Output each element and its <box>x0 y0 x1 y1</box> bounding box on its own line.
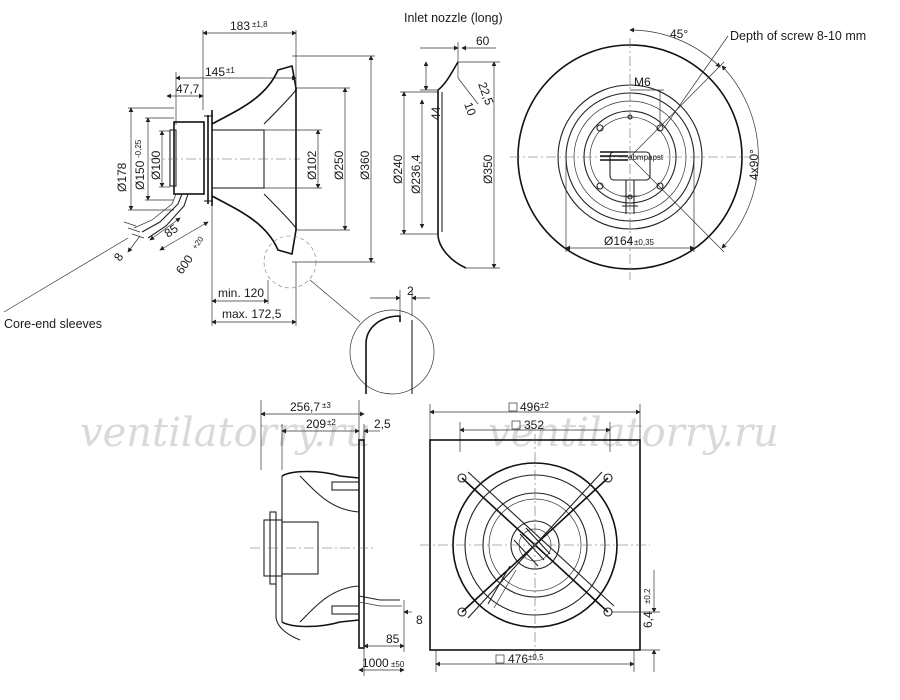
dim-256-7: 256,7 <box>290 400 320 414</box>
dim-85-cable: 85 <box>162 221 181 240</box>
dim-d150: Ø150 <box>133 160 147 190</box>
dim-496-tol: ±2 <box>540 401 549 410</box>
dim-256-7-tol: ±3 <box>322 401 331 410</box>
dim-85-frame: 85 <box>386 632 400 646</box>
dim-d102: Ø102 <box>305 150 319 180</box>
label-depth-of-screw: Depth of screw 8-10 mm <box>730 29 866 43</box>
dim-d164: Ø164 <box>604 234 634 248</box>
label-core-end-sleeves: Core-end sleeves <box>4 317 102 331</box>
dim-d250: Ø250 <box>332 150 346 180</box>
dim-8-frame: 8 <box>416 613 423 627</box>
label-inlet-nozzle: Inlet nozzle (long) <box>404 11 503 25</box>
dim-209: 209 <box>306 417 326 431</box>
dim-47-7: 47,7 <box>176 82 200 96</box>
dim-d350: Ø350 <box>481 154 495 184</box>
dim-8-cable: 8 <box>111 250 126 264</box>
label-m6: M6 <box>634 75 651 89</box>
frame-side-view: 256,7 ±3 209 ±2 2,5 85 8 1000 ±50 <box>250 400 423 676</box>
dim-60: 60 <box>476 34 490 48</box>
dim-2-5: 2,5 <box>374 417 391 431</box>
dim-d100: Ø100 <box>149 150 163 180</box>
dim-1000-tol: ±50 <box>391 660 405 669</box>
dim-183-tol: ±1,8 <box>252 20 268 29</box>
dim-angle-45: 45° <box>670 27 688 41</box>
dim-22-5: 22,5 <box>475 80 496 107</box>
dim-d240: Ø240 <box>391 154 405 184</box>
dim-145: 145 <box>205 65 225 79</box>
dim-6-4-tol: ±0,2 <box>643 588 652 604</box>
dim-d360: Ø360 <box>358 150 372 180</box>
dim-10: 10 <box>461 100 479 118</box>
dim-209-tol: ±2 <box>327 418 336 427</box>
fan-side-view: 183 ±1,8 145 ±1 47,7 Ø178 Ø150 -0,25 <box>3 19 435 395</box>
dim-145-tol: ±1 <box>226 66 235 75</box>
dim-d150-tol: -0,25 <box>134 139 143 158</box>
dim-4x90: 4x90° <box>747 149 761 180</box>
dim-6-4: 6,4 <box>641 611 655 628</box>
dim-d236-4: Ø236,4 <box>409 154 423 194</box>
dim-detail-2: 2 <box>407 284 414 298</box>
dim-d164-tol: ±0,35 <box>634 238 655 247</box>
dim-352: 352 <box>524 418 544 432</box>
fan-front-view: ebmpapst Ø164 ±0,35 M6 Depth of screw 8-… <box>510 27 866 280</box>
dim-44: 44 <box>429 106 443 120</box>
dim-d178: Ø178 <box>115 162 129 192</box>
watermark-left: ventilatorry.ru <box>80 410 371 456</box>
dim-600: 600 <box>173 252 196 277</box>
dim-600-tol: +20 <box>190 234 205 251</box>
dim-476: 476 <box>508 652 528 666</box>
dim-183: 183 <box>230 19 250 33</box>
frame-front-view: 496 ±2 352 476 ±0,5 <box>420 400 660 672</box>
brand-label: ebmpapst <box>628 153 664 162</box>
dim-476-tol: ±0,5 <box>528 653 544 662</box>
dim-496: 496 <box>520 400 540 414</box>
dim-min-120: min. 120 <box>218 286 264 300</box>
dim-1000: 1000 <box>362 656 389 670</box>
dim-max-172: max. 172,5 <box>222 307 282 321</box>
watermark-right: ventilatorry.ru <box>488 410 779 456</box>
inlet-nozzle-view: Inlet nozzle (long) 60 22,5 10 44 Ø240 Ø… <box>391 11 503 269</box>
